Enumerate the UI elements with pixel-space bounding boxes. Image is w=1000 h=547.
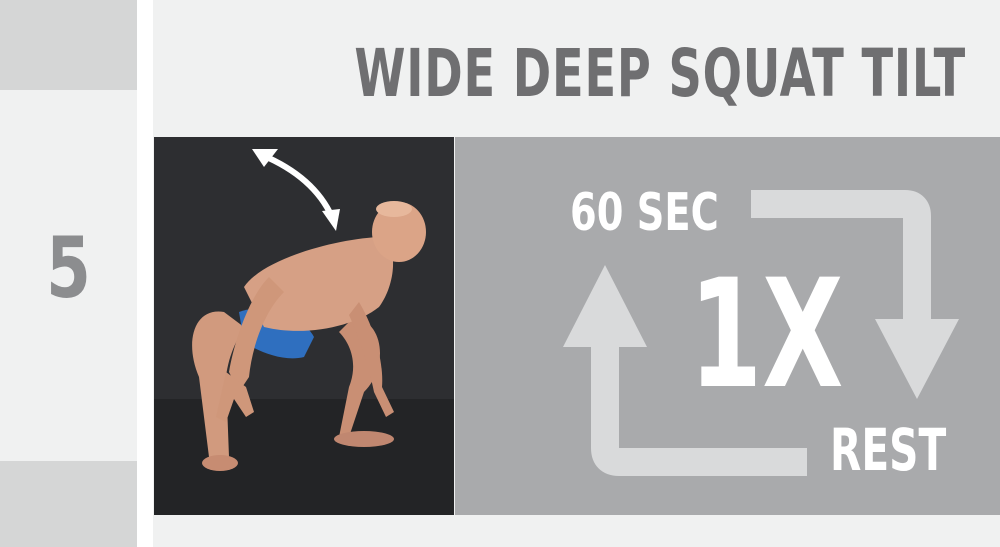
exercise-illustration xyxy=(154,137,454,515)
duration-label: 60 SEC xyxy=(570,183,719,243)
rest-label: REST xyxy=(830,416,947,484)
step-number: 5 xyxy=(46,219,91,317)
exercise-photo xyxy=(154,137,454,515)
exercise-title: WIDE DEEP SQUAT TILT xyxy=(354,35,967,112)
double-arrow-icon xyxy=(252,149,340,231)
step-column: 5 xyxy=(0,0,137,547)
bottom-strip xyxy=(153,515,1000,547)
step-column-bottom-block xyxy=(0,461,137,547)
routine-panel: 60 SEC 1X REST xyxy=(455,137,1000,515)
step-column-top-block xyxy=(0,0,137,90)
repeat-cycle-icon xyxy=(563,190,959,476)
column-divider xyxy=(137,0,153,547)
repetitions-label: 1X xyxy=(689,248,844,422)
